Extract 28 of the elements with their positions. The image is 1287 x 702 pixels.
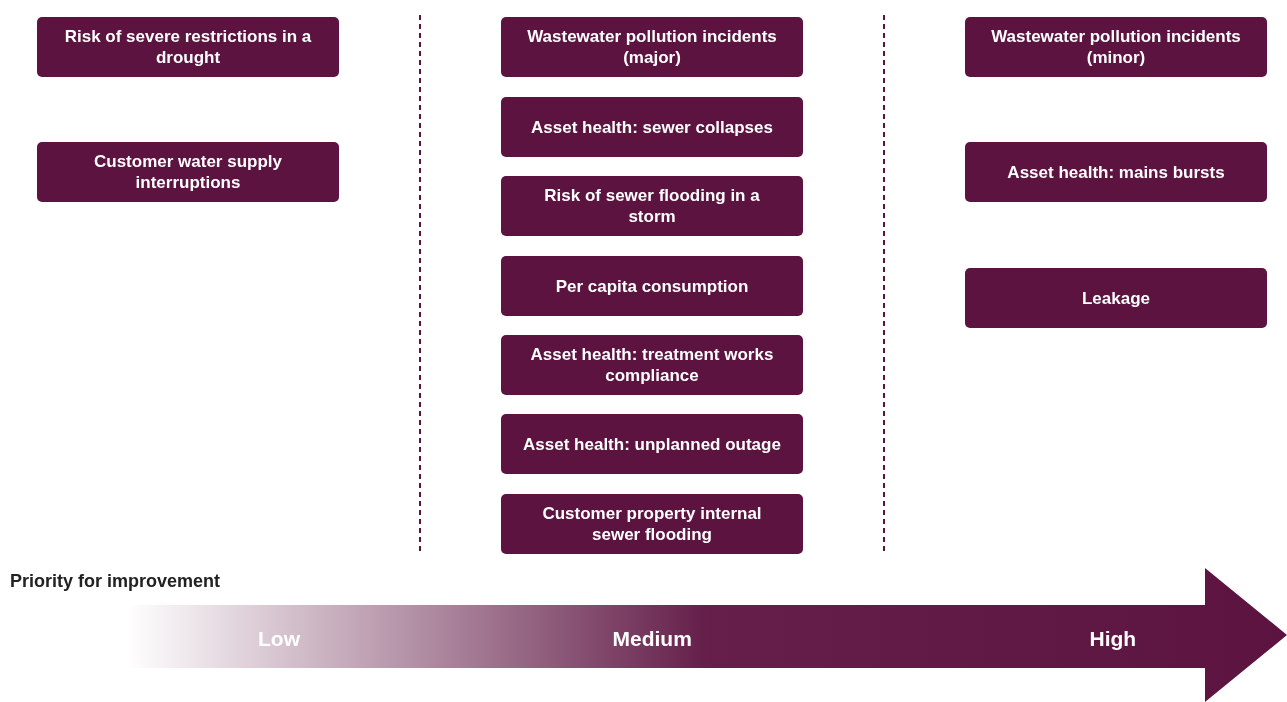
metric-box <box>37 17 339 77</box>
priority-level: High <box>1089 627 1137 651</box>
metric-box <box>965 268 1267 328</box>
metric-box <box>965 17 1267 77</box>
priority-level: Low <box>258 627 300 651</box>
metric-box <box>501 97 803 157</box>
metric-box <box>501 176 803 236</box>
metric-label: Asset health: treatment works compliance <box>529 344 775 386</box>
metric-label: Leakage <box>1081 287 1150 309</box>
metric-label: Asset health: unplanned outage <box>523 433 781 455</box>
metric-label: Risk of severe restrictions in a drought <box>63 26 313 68</box>
metric-box <box>501 17 803 77</box>
metric-box <box>501 414 803 474</box>
metric-box <box>501 335 803 395</box>
metric-box <box>37 142 339 202</box>
metric-label: Per capita consumption <box>555 275 749 297</box>
axis-title: Priority for improvement <box>10 571 221 592</box>
metric-box <box>501 256 803 316</box>
metric-label: Risk of sewer flooding in a storm <box>543 185 761 227</box>
metric-box <box>965 142 1267 202</box>
metric-label: Wastewater pollution incidents (major) <box>526 26 778 68</box>
metric-label: Wastewater pollution incidents (minor) <box>990 26 1242 68</box>
metric-label: Customer water supply interruptions <box>93 151 283 193</box>
metric-label: Asset health: mains bursts <box>1007 161 1225 183</box>
metric-label: Asset health: sewer collapses <box>531 116 773 138</box>
metric-label: Customer property internal sewer flooding <box>541 503 763 545</box>
metric-box <box>501 494 803 554</box>
priority-level: Medium <box>612 627 692 651</box>
